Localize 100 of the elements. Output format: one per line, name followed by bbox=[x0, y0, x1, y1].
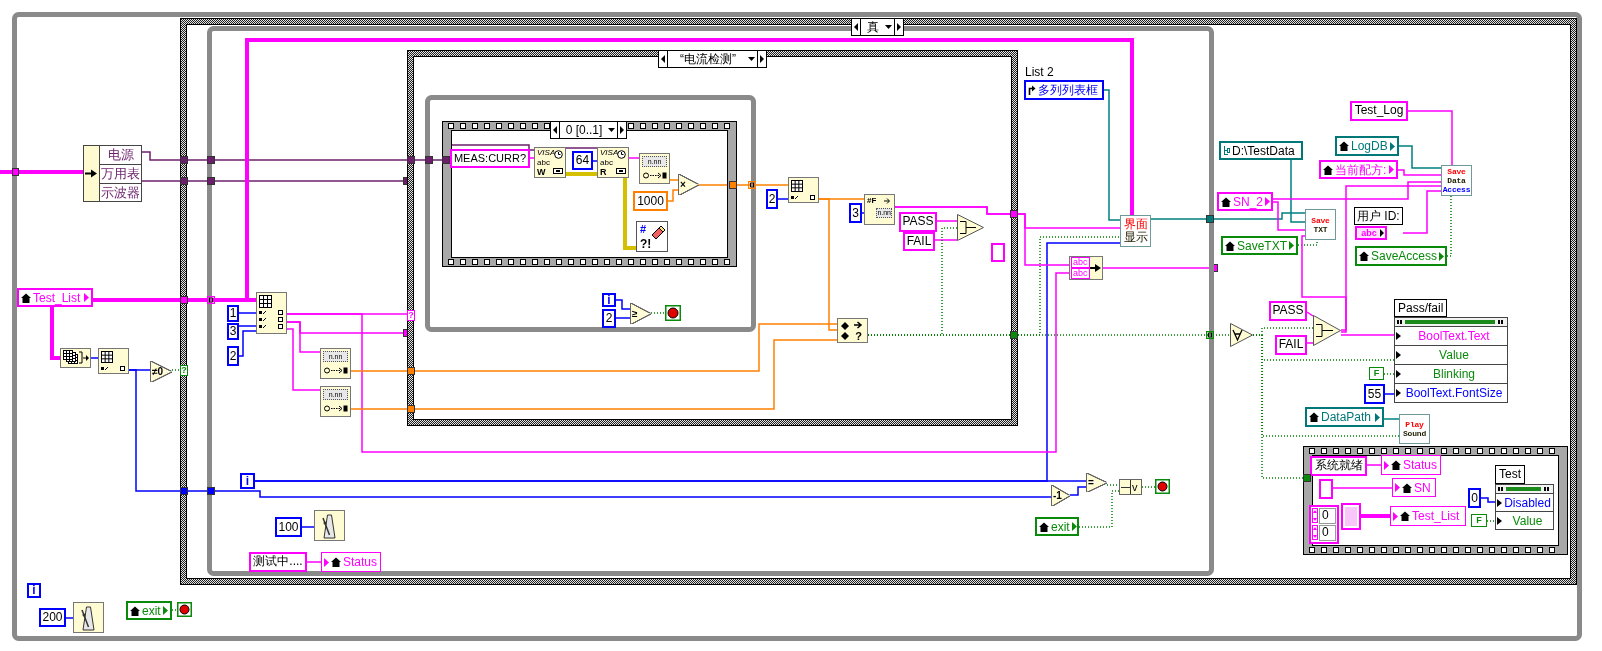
boolean-constant: F bbox=[1471, 514, 1487, 527]
string-constant: PASS bbox=[899, 212, 937, 232]
string-constant: FAIL bbox=[1275, 335, 1307, 355]
variable-name: Test_List bbox=[33, 290, 82, 305]
variable-name: Status bbox=[343, 555, 378, 569]
icon-text: Access bbox=[1442, 185, 1471, 194]
compare-function: ≥ bbox=[630, 303, 651, 324]
numeric-constant: 0 bbox=[1468, 488, 1481, 508]
local-variable bbox=[1390, 506, 1466, 526]
variable-name: SaveTXT bbox=[1237, 238, 1287, 253]
property-name: BoolText.FontSize bbox=[1404, 386, 1504, 400]
property-name: Disabled bbox=[1503, 495, 1552, 510]
subvi-block bbox=[1305, 209, 1336, 240]
visa-function bbox=[534, 147, 566, 178]
property-name: BoolText.Text bbox=[1417, 329, 1491, 343]
wire bbox=[350, 323, 838, 372]
wire bbox=[777, 198, 789, 200]
wire bbox=[628, 157, 640, 159]
wire bbox=[350, 339, 838, 410]
subvi-block bbox=[1399, 414, 1430, 444]
numeric-constant: 100 bbox=[275, 517, 302, 537]
icon-text: Save bbox=[1447, 167, 1466, 176]
icon-text: Sound bbox=[1403, 429, 1426, 438]
element-name: 示波器 bbox=[100, 182, 141, 201]
wire bbox=[894, 206, 1070, 266]
variable-name: Status bbox=[1403, 458, 1438, 472]
case-selector bbox=[851, 18, 904, 36]
wire bbox=[1103, 89, 1121, 221]
wire bbox=[1480, 497, 1496, 503]
array-element bbox=[1341, 503, 1361, 530]
variable-name: Test_List bbox=[1412, 509, 1461, 523]
property-name: Blinking bbox=[1432, 367, 1476, 381]
variable-name: 当前配方: bbox=[1335, 162, 1387, 177]
icon-text: Save bbox=[1311, 215, 1330, 225]
scan-function bbox=[320, 348, 351, 379]
wire bbox=[1407, 110, 1453, 166]
error-handler-function bbox=[636, 221, 668, 252]
wire bbox=[1290, 159, 1306, 223]
case-label: 真 bbox=[866, 19, 880, 35]
boolean-constant: F bbox=[1369, 367, 1384, 380]
wire bbox=[1340, 334, 1395, 336]
icon-text: abc bbox=[600, 158, 613, 167]
property-name: Value bbox=[1438, 348, 1470, 362]
icon-text: VISA bbox=[537, 148, 556, 157]
icon-text: ?! bbox=[640, 237, 652, 251]
wire bbox=[301, 526, 315, 528]
local-variable bbox=[1381, 455, 1441, 475]
wire bbox=[615, 317, 631, 319]
local-variable bbox=[1035, 517, 1079, 536]
subvi-block bbox=[1120, 215, 1151, 247]
element-name: 电源 bbox=[106, 146, 135, 164]
wire bbox=[1306, 342, 1314, 344]
string-constant: Test_Log bbox=[1350, 101, 1408, 121]
wire bbox=[1340, 185, 1442, 331]
subvi-block bbox=[1441, 165, 1472, 196]
case-selector bbox=[550, 121, 627, 139]
icon-text: abc bbox=[537, 158, 550, 167]
visa-function bbox=[597, 147, 629, 178]
wire bbox=[615, 299, 631, 310]
wire bbox=[529, 157, 535, 159]
string-constant: 系统就绪 bbox=[1310, 456, 1367, 476]
variable-name: exit bbox=[142, 603, 161, 618]
variable-name: LogDB bbox=[1351, 139, 1388, 153]
element-name: 万用表 bbox=[100, 164, 141, 183]
numeric-constant: 200 bbox=[39, 608, 66, 627]
icon-text: #F bbox=[867, 196, 877, 205]
wire bbox=[1398, 145, 1442, 169]
wire bbox=[1272, 181, 1442, 200]
terminal-type: abc bbox=[1358, 228, 1380, 238]
icon-text: VISA bbox=[600, 148, 619, 157]
scan-function bbox=[320, 386, 351, 417]
selector-terminal: ? bbox=[407, 310, 415, 321]
wire bbox=[566, 172, 597, 176]
case-selector bbox=[658, 50, 767, 68]
wire bbox=[50, 307, 60, 360]
wire bbox=[128, 369, 1052, 498]
numeric-constant: 1000 bbox=[633, 191, 668, 211]
numeric-constant: 3 bbox=[849, 203, 862, 223]
string-constant: PASS bbox=[1269, 301, 1307, 321]
numeric-constant: 3 bbox=[227, 323, 239, 340]
wire bbox=[306, 561, 322, 563]
local-variable bbox=[1217, 192, 1273, 211]
terminal-name: 多列列表框 bbox=[1038, 83, 1098, 97]
wire bbox=[1150, 212, 1306, 220]
local-variable bbox=[1392, 478, 1436, 497]
wire bbox=[565, 147, 598, 149]
local-variable bbox=[1335, 136, 1399, 156]
selector-terminal: ? bbox=[180, 365, 188, 376]
wire bbox=[1361, 514, 1390, 518]
format-function bbox=[864, 194, 895, 225]
icon-text: Data bbox=[1447, 176, 1466, 185]
array-index: 0 bbox=[1319, 525, 1336, 541]
string-constant bbox=[1319, 479, 1333, 499]
numeric-constant: 55 bbox=[1364, 384, 1385, 404]
icon-text: 界面 bbox=[1123, 218, 1148, 231]
icon-text: abc bbox=[1071, 268, 1090, 279]
variable-name: DataPath bbox=[1321, 410, 1373, 424]
iteration-terminal: i bbox=[240, 473, 255, 489]
multiply-function: × bbox=[678, 174, 699, 195]
variable-name: exit bbox=[1051, 519, 1070, 534]
